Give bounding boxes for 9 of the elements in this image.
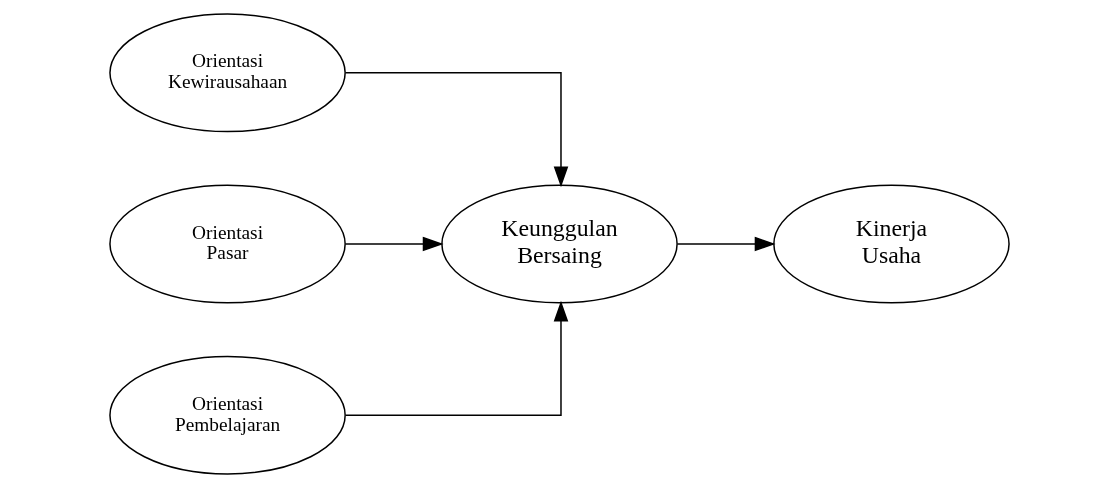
arrow <box>676 236 776 252</box>
node-ellipse: Keunggulan Bersaing <box>440 184 678 304</box>
node-ellipse: Kinerja Usaha <box>772 184 1010 304</box>
arrow <box>344 300 568 416</box>
node-ellipse: Orientasi Pembelajaran <box>108 355 346 475</box>
arrow <box>344 72 568 188</box>
arrow <box>344 236 444 252</box>
node-ellipse: Orientasi Pasar <box>108 184 346 304</box>
node-ellipse: Orientasi Kewirausahaan <box>108 13 346 133</box>
